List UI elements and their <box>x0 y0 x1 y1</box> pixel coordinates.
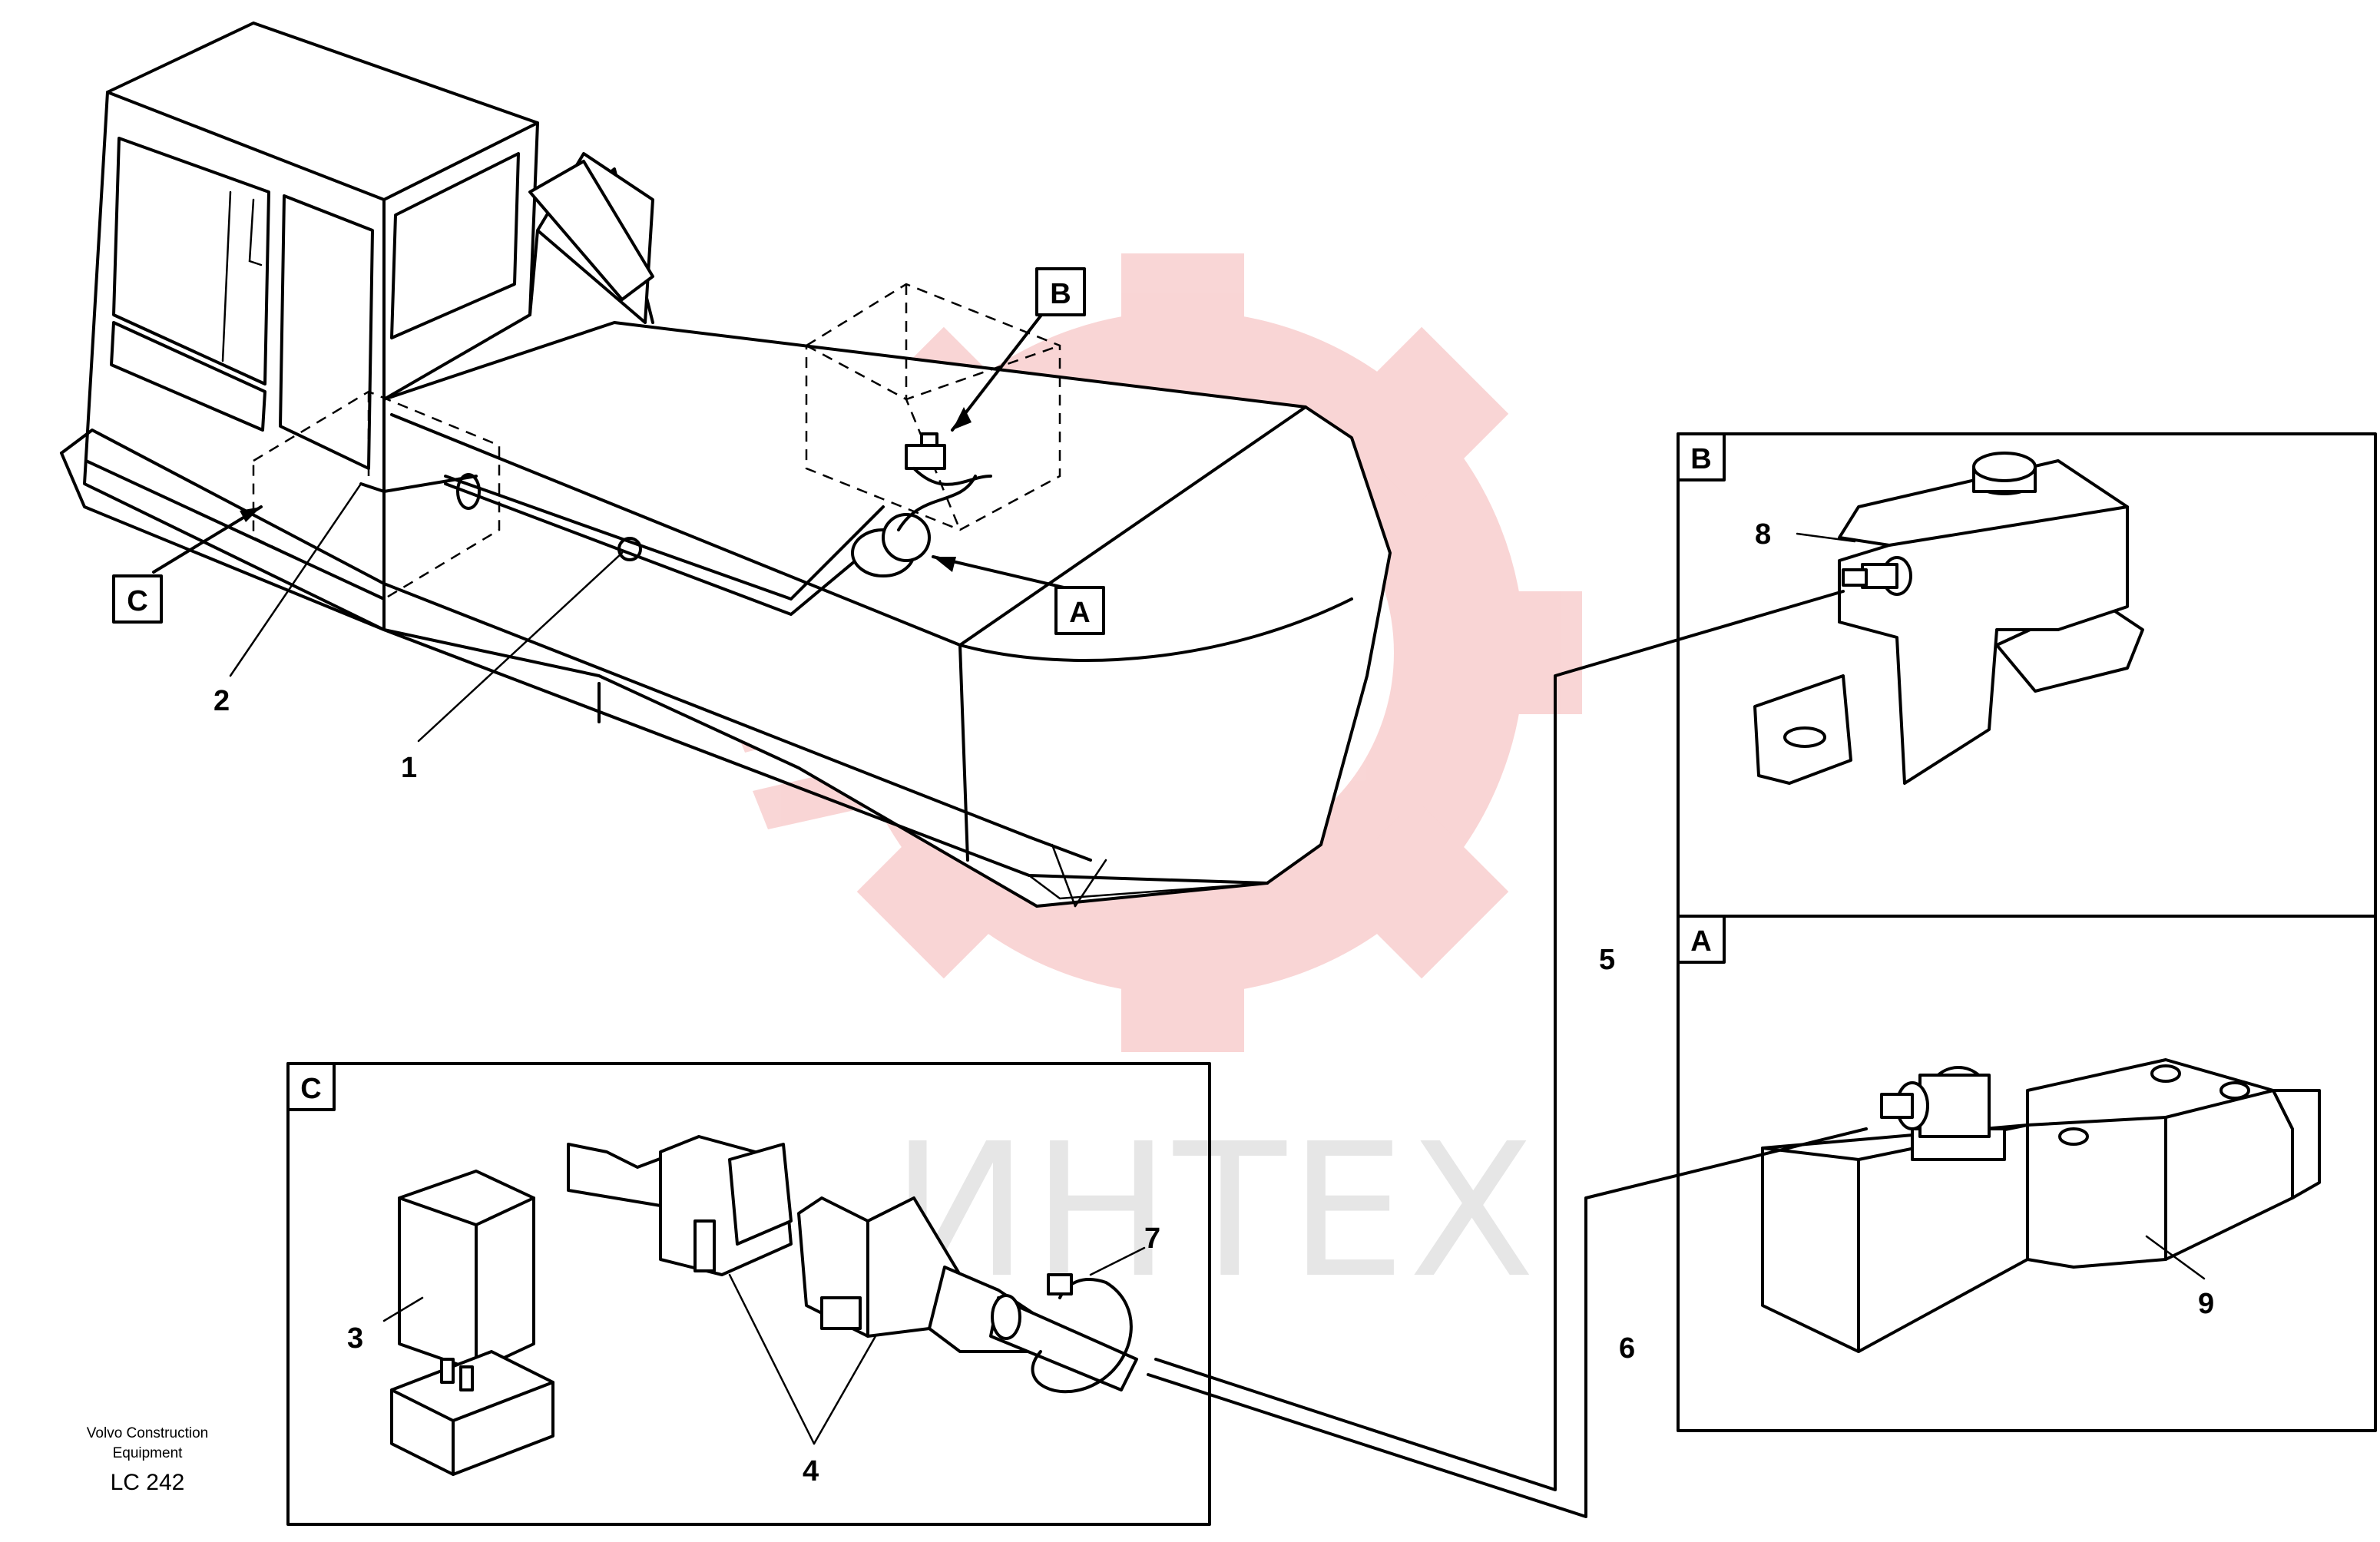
detail-box-b: B 8 <box>1677 432 2377 918</box>
watermark-text: ИНТЕХ <box>891 1104 1538 1319</box>
drawing-code: LC 242 <box>111 1470 185 1495</box>
wiring-harness: 5 6 <box>1147 590 1868 1518</box>
body-part-labels: 2 1 <box>214 482 624 784</box>
part-number-6: 6 <box>1619 1332 1635 1365</box>
cab <box>83 22 539 631</box>
connector-pair <box>567 1135 1138 1391</box>
part-number-9: 9 <box>2198 1288 2214 1320</box>
level-sensor-installed <box>905 432 992 486</box>
footer: Volvo Construction Equipment LC 242 <box>87 1425 208 1495</box>
solenoid-valve <box>1761 1058 2321 1353</box>
part-number-7: 7 <box>1144 1223 1160 1255</box>
part-number-5: 5 <box>1599 944 1615 976</box>
callout-box-b <box>1035 267 1086 316</box>
detail-label-b: B <box>1690 443 1711 475</box>
cab-lower-window <box>110 321 266 432</box>
callout-label-c: C <box>127 585 147 617</box>
callout-box-a <box>1054 586 1105 635</box>
detail-box-a: A 9 <box>1677 915 2377 1432</box>
cable-tie <box>1031 1273 1133 1394</box>
company-line-1: Volvo Construction <box>87 1425 208 1441</box>
part-number-2: 2 <box>214 685 230 717</box>
part-number-1: 1 <box>401 752 417 784</box>
callout-label-b: B <box>1050 278 1071 310</box>
cab-side-window <box>390 152 520 339</box>
excavator-upper-structure <box>60 22 1392 908</box>
solenoid-installed <box>851 475 977 577</box>
callout-label-a: A <box>1069 597 1090 629</box>
detail-label-a: A <box>1690 925 1711 958</box>
relay <box>390 1170 554 1476</box>
engine-hood <box>60 152 1392 908</box>
detail-box-c: C 3 4 <box>286 1062 1211 1526</box>
callout-box-c <box>112 574 163 624</box>
level-sensor-bracket <box>1753 452 2144 785</box>
cab-front-window <box>112 137 270 386</box>
part-number-4: 4 <box>803 1455 819 1487</box>
callouts: B A C <box>112 267 1105 635</box>
company-line-2: Equipment <box>113 1445 184 1461</box>
part-number-3: 3 <box>347 1322 363 1355</box>
detail-label-c: C <box>300 1073 321 1105</box>
part-number-8: 8 <box>1755 518 1771 551</box>
